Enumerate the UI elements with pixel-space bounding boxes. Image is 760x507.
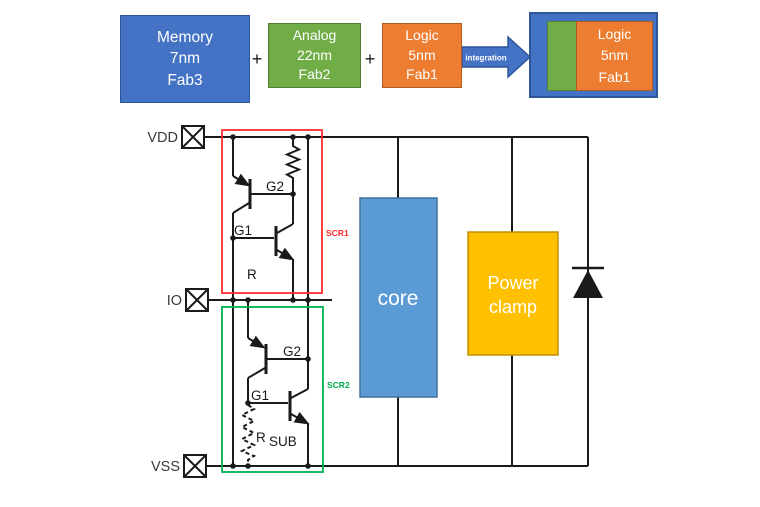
analog-line2: 22nm bbox=[296, 46, 333, 63]
scr1-g2-label: G2 bbox=[266, 179, 284, 194]
flow-block-logic: Logic 5nm Fab1 bbox=[382, 23, 462, 88]
vdd-pad-icon bbox=[181, 125, 205, 149]
integration-arrow-shape bbox=[461, 35, 532, 79]
vss-pad-icon bbox=[183, 454, 207, 478]
scr2-outline-box bbox=[221, 306, 324, 473]
scr1-g1-label: G1 bbox=[234, 223, 252, 238]
result-line2: 5nm bbox=[600, 47, 629, 64]
scr2-npn-emitter-arrow bbox=[290, 411, 310, 425]
scr2-g2-label: G2 bbox=[283, 344, 301, 359]
scr2-g1-label: G1 bbox=[251, 388, 269, 403]
memory-line3: Fab3 bbox=[167, 71, 203, 89]
junction-dot bbox=[290, 134, 296, 140]
io-pad-icon bbox=[185, 288, 209, 312]
vdd-pin-label: VDD bbox=[147, 130, 178, 146]
logic-line2: 5nm bbox=[408, 46, 436, 63]
plus-sign: + bbox=[251, 49, 263, 69]
scr2-pnp-emitter-arrow bbox=[247, 335, 266, 349]
junction-dot bbox=[305, 297, 311, 303]
scr1-pnp-collector-diag bbox=[232, 202, 250, 214]
scr2-g2-node-dot bbox=[305, 356, 311, 362]
scr1-outline-box bbox=[221, 129, 323, 294]
flow-block-integrated-chip: Logic 5nm Fab1 bbox=[529, 12, 658, 98]
flow-block-memory: Memory 7nm Fab3 bbox=[120, 15, 250, 103]
result-line3: Fab1 bbox=[598, 68, 631, 85]
vss-pin-label: VSS bbox=[151, 459, 180, 475]
scr1-g2-node-dot bbox=[290, 191, 296, 197]
scr2-g1-node-dot bbox=[245, 400, 251, 406]
scr1-label: SCR1 bbox=[326, 228, 349, 238]
scr2-rsub-subscript: SUB bbox=[269, 434, 297, 449]
logic-line3: Fab1 bbox=[406, 66, 438, 83]
scr1-npn-emitter-arrow bbox=[276, 247, 295, 261]
memory-line2: 7nm bbox=[169, 50, 201, 68]
scr1-r-label: R bbox=[247, 267, 257, 282]
core-block bbox=[359, 197, 438, 398]
junction-dot bbox=[305, 134, 311, 140]
result-line1: Logic bbox=[597, 25, 632, 42]
scr2-pnp-collector-diag bbox=[247, 367, 266, 379]
junction-dot bbox=[305, 463, 311, 469]
junction-dot bbox=[230, 297, 236, 303]
core-block-label: core bbox=[378, 287, 419, 310]
power-clamp-label-line1: Power bbox=[487, 273, 538, 293]
integrated-analog-strip bbox=[547, 21, 577, 91]
flow-block-analog: Analog 22nm Fab2 bbox=[268, 23, 361, 88]
analog-line1: Analog bbox=[292, 27, 337, 44]
power-clamp-label-line2: clamp bbox=[489, 297, 537, 317]
junction-dot bbox=[230, 463, 236, 469]
junction-dot bbox=[230, 134, 236, 140]
analog-line3: Fab2 bbox=[298, 66, 331, 83]
scr2-rsub-label: R bbox=[256, 430, 266, 445]
diode-icon bbox=[572, 266, 604, 298]
scr1-nwell-resistor bbox=[284, 137, 302, 194]
scr1-npn-collector-diag bbox=[276, 223, 294, 234]
plus-sign: + bbox=[364, 49, 376, 69]
junction-dot bbox=[290, 297, 296, 303]
io-pin-label: IO bbox=[167, 293, 182, 309]
scr2-label: SCR2 bbox=[327, 380, 350, 390]
scr1-g1-node-dot bbox=[230, 235, 236, 241]
scr2-npn-collector-diag bbox=[290, 388, 309, 399]
junction-dot bbox=[245, 463, 251, 469]
power-clamp-block bbox=[467, 231, 559, 356]
scr2-rsub-resistor bbox=[239, 404, 257, 464]
integrated-logic-block: Logic 5nm Fab1 bbox=[576, 21, 653, 91]
integration-arrow-label: integration bbox=[465, 54, 506, 63]
memory-line1: Memory bbox=[157, 28, 213, 46]
integration-arrow-icon: integration bbox=[461, 35, 532, 79]
junction-dot bbox=[245, 297, 251, 303]
scr1-pnp-emitter-arrow bbox=[232, 173, 251, 187]
logic-line1: Logic bbox=[405, 27, 439, 44]
